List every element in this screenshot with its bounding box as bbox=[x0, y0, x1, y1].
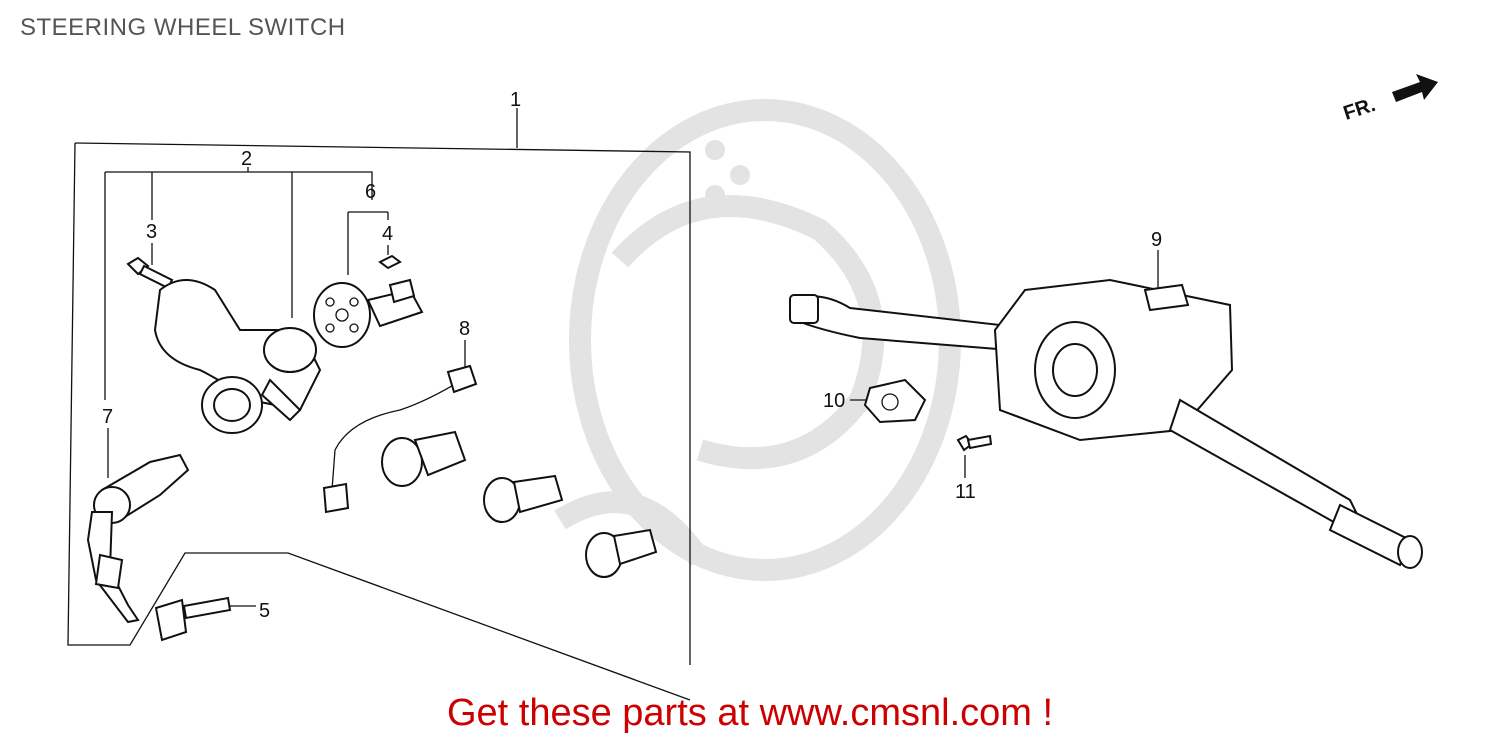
callout-4: 4 bbox=[382, 223, 393, 245]
callout-labels: 1 2 3 4 5 6 7 8 9 10 11 bbox=[102, 89, 1162, 622]
bracket-lines bbox=[67, 108, 1159, 701]
part-8-door-lock-set bbox=[322, 364, 658, 578]
promo-link[interactable]: Get these parts at www.cmsnl.com ! bbox=[446, 692, 1054, 734]
callout-2: 2 bbox=[241, 148, 252, 170]
part-9-combination-switch bbox=[789, 278, 1423, 569]
part-2-cylinder-housing bbox=[153, 279, 322, 434]
front-direction-arrow: FR. bbox=[1341, 74, 1438, 125]
callout-7: 7 bbox=[102, 406, 113, 428]
page-title: STEERING WHEEL SWITCH bbox=[20, 14, 346, 41]
callout-9: 9 bbox=[1151, 229, 1162, 251]
part-7-cylinder-and-keys bbox=[86, 453, 190, 624]
callout-3: 3 bbox=[146, 221, 157, 243]
callout-6: 6 bbox=[365, 181, 376, 203]
callout-11: 11 bbox=[955, 481, 976, 503]
callout-10: 10 bbox=[823, 390, 845, 412]
part-3-bolt bbox=[126, 256, 174, 290]
part-11-screw bbox=[956, 434, 993, 452]
direction-label: FR. bbox=[1341, 94, 1378, 125]
part-4-screw bbox=[378, 254, 402, 270]
callout-5: 5 bbox=[259, 600, 270, 622]
part-10-bushing bbox=[863, 378, 927, 424]
part-5-key bbox=[154, 596, 232, 642]
callout-8: 8 bbox=[459, 318, 470, 340]
callout-1: 1 bbox=[510, 89, 521, 111]
part-6-ignition-switch bbox=[313, 278, 424, 348]
